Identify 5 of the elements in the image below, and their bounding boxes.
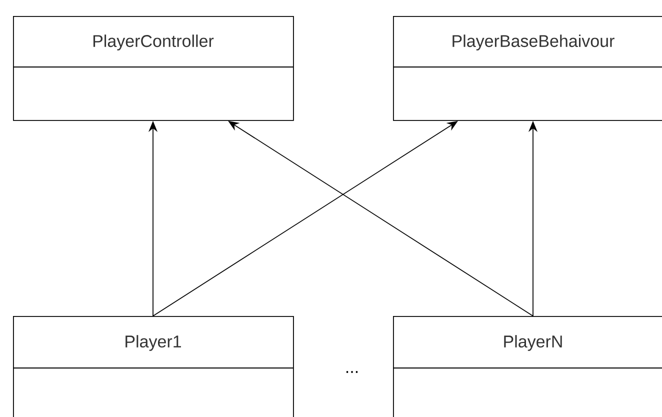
ellipsis: ...	[346, 371, 358, 373]
class-box: Player1	[12, 316, 294, 417]
class-box: PlayerController	[12, 16, 294, 121]
class-box: PlayerN	[392, 316, 662, 417]
class-box: PlayerBaseBehaivour	[392, 16, 662, 121]
